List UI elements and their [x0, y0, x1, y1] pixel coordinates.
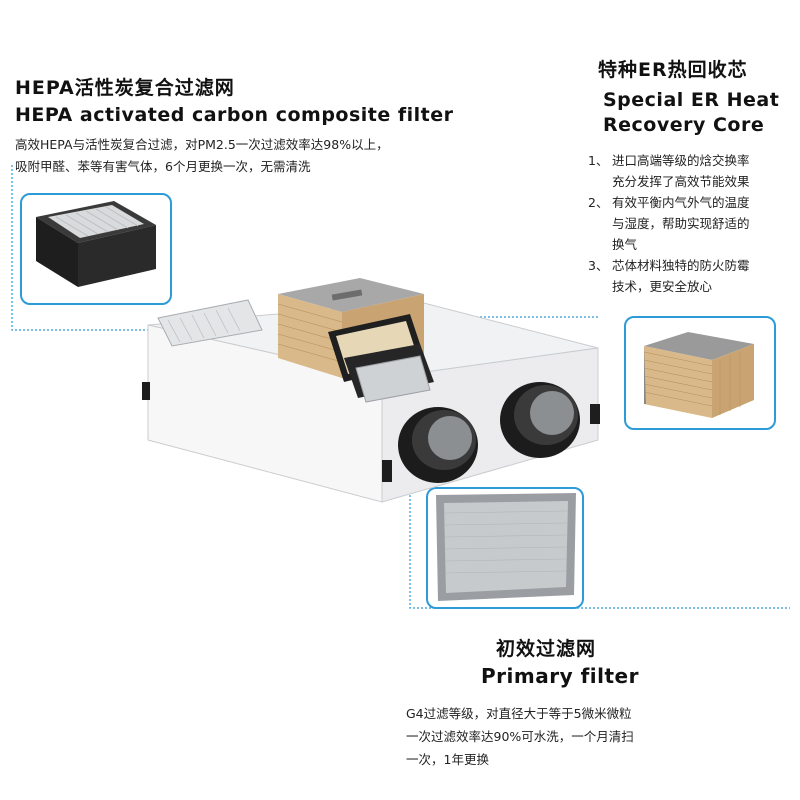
- core-thumbnail: [624, 316, 776, 430]
- core-feature-1-line-2: 充分发挥了高效节能效果: [612, 174, 750, 189]
- heat-recovery-core-icon: [643, 332, 754, 418]
- core-feature-1: 1、 进口高端等级的焓交换率 充分发挥了高效节能效果: [588, 150, 793, 192]
- core-title-en-line-2: Recovery Core: [603, 114, 765, 136]
- core-feature-2-line-1: 有效平衡内气外气的温度: [612, 195, 750, 210]
- core-feature-1-line-1: 进口高端等级的焓交换率: [612, 153, 750, 168]
- hepa-title-en: HEPA activated carbon composite filter: [15, 104, 454, 126]
- core-feature-3-line-2: 技术，更安全放心: [612, 279, 713, 294]
- hepa-title-cn: HEPA活性炭复合过滤网: [15, 77, 235, 99]
- primary-filter-thumbnail: [426, 487, 584, 609]
- core-feature-list: 1、 进口高端等级的焓交换率 充分发挥了高效节能效果 2、 有效平衡内气外气的温…: [588, 150, 793, 297]
- core-feature-2: 2、 有效平衡内气外气的温度 与湿度，帮助实现舒适的 换气: [588, 192, 793, 255]
- primary-description: G4过滤等级，对直径大于等于5微米微粒 一次过滤效率达90%可水洗，一个月清扫 …: [406, 702, 796, 771]
- primary-desc-line-1: G4过滤等级，对直径大于等于5微米微粒: [406, 706, 632, 721]
- primary-title-cn: 初效过滤网: [496, 638, 597, 660]
- primary-desc-line-2: 一次过滤效率达90%可水洗，一个月清扫: [406, 729, 634, 744]
- primary-title-en: Primary filter: [481, 664, 639, 688]
- core-feature-3: 3、 芯体材料独特的防火防霉 技术，更安全放心: [588, 255, 793, 297]
- core-feature-3-line-1: 芯体材料独特的防火防霉: [612, 258, 750, 273]
- hepa-desc-line-1: 高效HEPA与活性炭复合过滤，对PM2.5一次过滤效率达98%以上，: [15, 137, 389, 152]
- hepa-filter-icon: [36, 201, 156, 287]
- ventilation-unit-illustration: [142, 278, 600, 503]
- core-feature-2-line-2: 与湿度，帮助实现舒适的: [612, 216, 750, 231]
- core-feature-1-num: 1、: [588, 153, 609, 168]
- hepa-description: 高效HEPA与活性炭复合过滤，对PM2.5一次过滤效率达98%以上， 吸附甲醛、…: [15, 134, 485, 178]
- core-feature-2-line-3: 换气: [612, 237, 638, 252]
- primary-filter-icon: [436, 493, 576, 601]
- hepa-desc-line-2: 吸附甲醛、苯等有害气体，6个月更换一次，无需清洗: [15, 159, 311, 174]
- core-title-en-line-1: Special ER Heat: [603, 89, 780, 111]
- core-title-cn: 特种ER热回收芯: [598, 59, 748, 81]
- core-feature-2-num: 2、: [588, 195, 609, 210]
- core-title-en: Special ER Heat Recovery Core: [603, 88, 779, 138]
- primary-desc-line-3: 一次，1年更换: [406, 752, 489, 767]
- hepa-filter-thumbnail: [20, 193, 172, 305]
- core-feature-3-num: 3、: [588, 258, 609, 273]
